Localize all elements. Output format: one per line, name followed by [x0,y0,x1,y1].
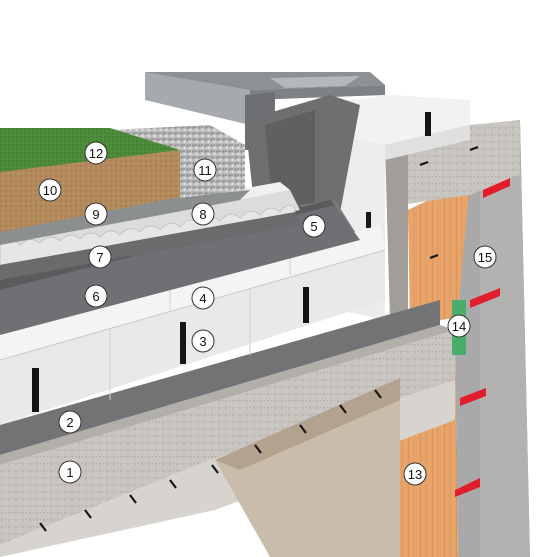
callout-label: 4 [199,291,206,306]
callout-7: 7 [88,245,112,269]
callout-label: 5 [310,219,317,234]
callout-circle [193,158,217,182]
callout-label: 11 [198,163,212,178]
callout-circle [403,462,427,486]
brick-wall-upper [408,180,472,325]
callout-circle [58,460,82,484]
callout-3: 3 [191,329,215,353]
callout-15: 15 [473,245,497,269]
callout-label: 13 [408,467,422,482]
callout-4: 4 [191,286,215,310]
callout-label: 9 [92,207,99,222]
callout-circle [191,329,215,353]
callout-circle [473,245,497,269]
callout-label: 7 [96,250,103,265]
vapour-barrier [0,300,440,455]
callout-label: 1 [66,465,73,480]
external-wall [385,120,530,557]
callout-circle [84,284,108,308]
callout-label: 6 [92,289,99,304]
ceiling-void [215,378,400,557]
red-markers [455,178,510,497]
callout-label: 8 [199,207,206,222]
callout-circle [191,202,215,226]
ring-beam-front [385,140,408,325]
callout-label: 15 [478,250,492,265]
callout-2: 2 [58,410,82,434]
callout-label: 12 [89,146,103,161]
tick-marks [39,145,479,532]
callout-8: 8 [191,202,215,226]
callout-circle [191,286,215,310]
callout-circle [38,178,62,202]
callout-circle [88,245,112,269]
filter-fleece [0,190,250,245]
callout-circle [302,214,326,238]
substrate-soil [0,150,180,235]
callout-1: 1 [58,460,82,484]
callout-circle [58,410,82,434]
callout-10: 10 [38,178,62,202]
callout-label: 10 [43,183,57,198]
callout-11: 11 [193,158,217,182]
callout-12: 12 [84,141,108,165]
callout-14: 14 [447,314,471,338]
callout-circle [84,202,108,226]
callout-5: 5 [302,214,326,238]
callout-6: 6 [84,284,108,308]
render-face [480,120,530,557]
callout-label: 14 [452,319,466,334]
callout-label: 2 [66,415,73,430]
callout-circle [447,314,471,338]
callout-label: 3 [199,334,206,349]
callout-13: 13 [403,462,427,486]
callout-circle [84,141,108,165]
callout-9: 9 [84,202,108,226]
